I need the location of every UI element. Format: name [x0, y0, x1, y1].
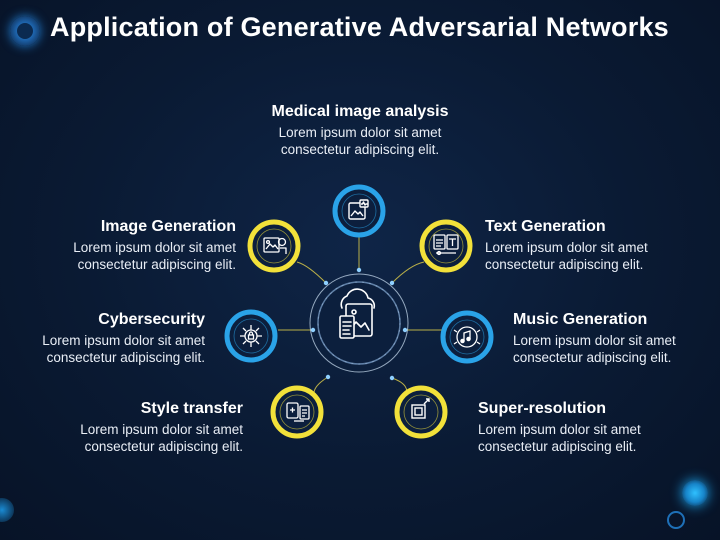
style-transfer-icon — [286, 402, 310, 422]
item-desc-line1: Lorem ipsum dolor sit amet — [278, 125, 442, 140]
item-medical: Medical image analysis Lorem ipsum dolor… — [240, 102, 480, 158]
item-style: Style transfer Lorem ipsum dolor sit ame… — [40, 399, 243, 455]
item-heading: Super-resolution — [478, 400, 607, 417]
item-desc-line1: Lorem ipsum dolor sit amet — [478, 422, 641, 437]
connector-node — [325, 374, 331, 380]
music-network-icon — [453, 326, 481, 348]
connector-node — [310, 327, 316, 333]
item-heading: Music Generation — [513, 311, 648, 328]
item-desc-line2: consectetur adipiscing elit. — [77, 257, 236, 272]
item-desc-line2: consectetur adipiscing elit. — [46, 350, 205, 365]
decorative-glow-dot — [682, 480, 708, 506]
item-desc-line2: consectetur adipiscing elit. — [84, 439, 243, 454]
item-heading: Style transfer — [140, 400, 243, 417]
crop-resize-icon — [411, 398, 430, 419]
item-desc-line2: consectetur adipiscing elit. — [478, 439, 637, 454]
item-cyber: Cybersecurity Lorem ipsum dolor sit amet… — [4, 310, 205, 366]
ring-superres — [394, 385, 448, 439]
ring-cyber — [224, 309, 278, 363]
cloud-document-gallery-icon — [339, 288, 376, 339]
connector-node — [323, 280, 329, 286]
item-imagegen: Image Generation Lorem ipsum dolor sit a… — [30, 217, 236, 273]
item-music: Music Generation Lorem ipsum dolor sit a… — [513, 310, 676, 366]
security-chip-icon — [240, 325, 262, 347]
ring-medical — [332, 184, 386, 238]
connector-node — [402, 327, 408, 333]
item-desc-line1: Lorem ipsum dolor sit amet — [513, 333, 676, 348]
item-desc-line1: Lorem ipsum dolor sit amet — [73, 240, 236, 255]
ring-music — [440, 310, 494, 364]
decorative-glow-dot — [0, 498, 14, 522]
item-desc-line2: consectetur adipiscing elit. — [280, 142, 440, 157]
item-superres: Super-resolution Lorem ipsum dolor sit a… — [478, 399, 641, 455]
page-title: Application of Generative Adversarial Ne… — [50, 12, 669, 42]
item-desc-line1: Lorem ipsum dolor sit amet — [42, 333, 205, 348]
item-heading: Text Generation — [485, 218, 606, 235]
title-bullet-dot — [10, 16, 40, 46]
item-desc-line1: Lorem ipsum dolor sit amet — [485, 240, 648, 255]
connector-text — [391, 261, 425, 284]
connector-imagegen — [296, 261, 327, 284]
item-desc-line1: Lorem ipsum dolor sit amet — [80, 422, 243, 437]
connector-node — [356, 267, 362, 273]
decorative-ring — [667, 511, 685, 529]
item-desc-line2: consectetur adipiscing elit. — [513, 350, 672, 365]
item-desc-line2: consectetur adipiscing elit. — [485, 257, 644, 272]
item-heading: Image Generation — [100, 218, 236, 235]
item-heading: Cybersecurity — [98, 311, 205, 328]
item-text: Text Generation Lorem ipsum dolor sit am… — [485, 217, 648, 273]
ring-style — [270, 385, 324, 439]
connector-node — [389, 280, 395, 286]
text-document-icon — [433, 234, 459, 256]
connector-node — [389, 375, 395, 381]
ring-text — [419, 219, 473, 273]
medical-image-icon — [348, 199, 369, 220]
item-heading: Medical image analysis — [271, 103, 449, 120]
image-generation-icon — [263, 237, 287, 254]
